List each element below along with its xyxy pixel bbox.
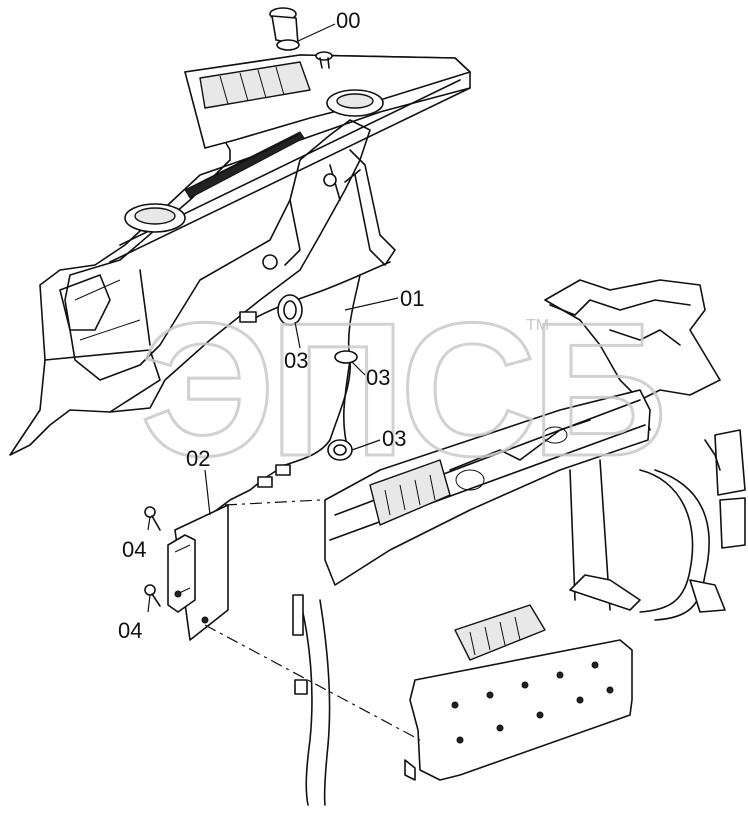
callout-03-a: 03	[284, 348, 308, 373]
leader-lines	[147, 23, 399, 613]
plate-holes	[451, 661, 614, 744]
watermark-tm: TM	[526, 317, 549, 334]
callout-03-c: 03	[382, 426, 406, 451]
upper-dash-panel	[9, 54, 471, 456]
callout-02: 02	[186, 446, 210, 471]
callout-04-b: 04	[118, 618, 142, 643]
callout-04-a: 04	[122, 537, 146, 562]
watermark-text: ЭПСБ	[140, 284, 662, 496]
lower-frame-assembly	[292, 279, 746, 806]
callout-01: 01	[400, 286, 424, 311]
callouts: 00 01 02 03 03 03 04 04	[118, 8, 424, 643]
watermark: ЭПСБ TM	[139, 283, 670, 498]
wire-harness	[209, 261, 391, 516]
callout-00: 00	[336, 8, 360, 33]
control-module	[144, 504, 229, 641]
callout-03-b: 03	[366, 365, 390, 390]
assembly-lines	[204, 499, 421, 741]
key-switch	[269, 7, 333, 69]
